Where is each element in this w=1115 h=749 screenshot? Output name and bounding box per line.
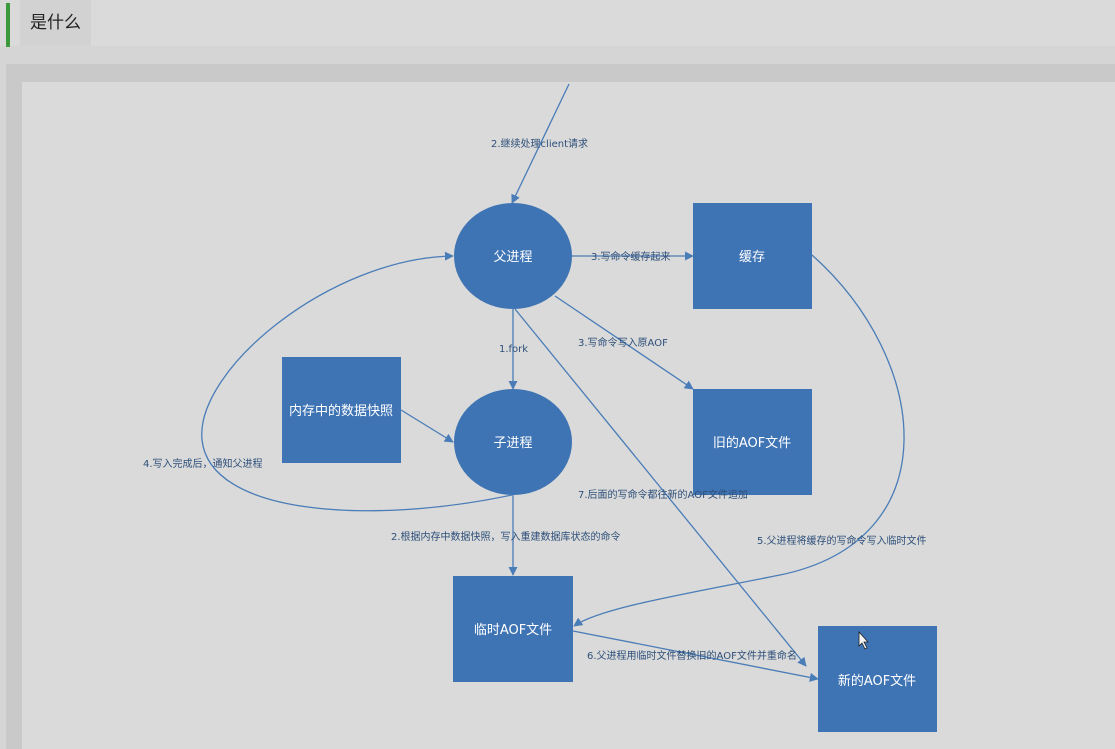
mouse-cursor-icon: [858, 630, 869, 650]
new-aof-label: 新的AOF文件: [838, 673, 916, 689]
edge-rebuild-label: 2.根据内存中数据快照，写入重建数据库状态的命令: [391, 530, 621, 543]
edge-fork-label: 1.fork: [499, 344, 528, 355]
edge-replace-label: 6.父进程用临时文件替换旧的AOF文件并重命名: [587, 649, 797, 662]
old-aof-node: [693, 389, 812, 495]
edge-notify-label: 4.写入完成后，通知父进程: [143, 457, 263, 470]
snapshot-node: [282, 357, 401, 463]
edge-client-label: 2.继续处理client请求: [491, 137, 588, 150]
edge-write-cache-label: 3.写命令缓存起来: [591, 250, 671, 263]
old-aof-label: 旧的AOF文件: [713, 435, 791, 451]
parent-process-label: 父进程: [493, 250, 532, 265]
header-accent-bar: [6, 3, 10, 47]
child-process-label: 子进程: [493, 436, 532, 451]
edge-cache-to-temp-line: [573, 254, 905, 627]
cache-label: 缓存: [739, 250, 765, 265]
section-header: 是什么: [0, 0, 1115, 47]
parent-process-node: [454, 203, 572, 309]
edge-snapshot-line: [400, 409, 454, 443]
edge-append-new-line: [514, 308, 807, 667]
temp-aof-node: [453, 576, 573, 682]
edge-append-new-label: 7.后面的写命令都往新的AOF文件追加: [578, 488, 748, 501]
edge-write-old-label: 3.写命令写入原AOF: [578, 336, 668, 349]
edge-cache-to-temp-label: 5.父进程将缓存的写命令写入临时文件: [757, 534, 927, 547]
new-aof-node: [818, 626, 937, 732]
edge-write-old-line: [554, 295, 694, 390]
edge-notify-line: [201, 251, 513, 512]
temp-aof-label: 临时AOF文件: [474, 623, 552, 638]
section-title: 是什么: [20, 0, 91, 46]
snapshot-label: 内存中的数据快照: [289, 403, 393, 419]
edge-replace-line: [572, 630, 819, 682]
edge-client-line: [511, 83, 570, 204]
child-process-node: [454, 389, 572, 495]
cache-node: [693, 203, 812, 309]
